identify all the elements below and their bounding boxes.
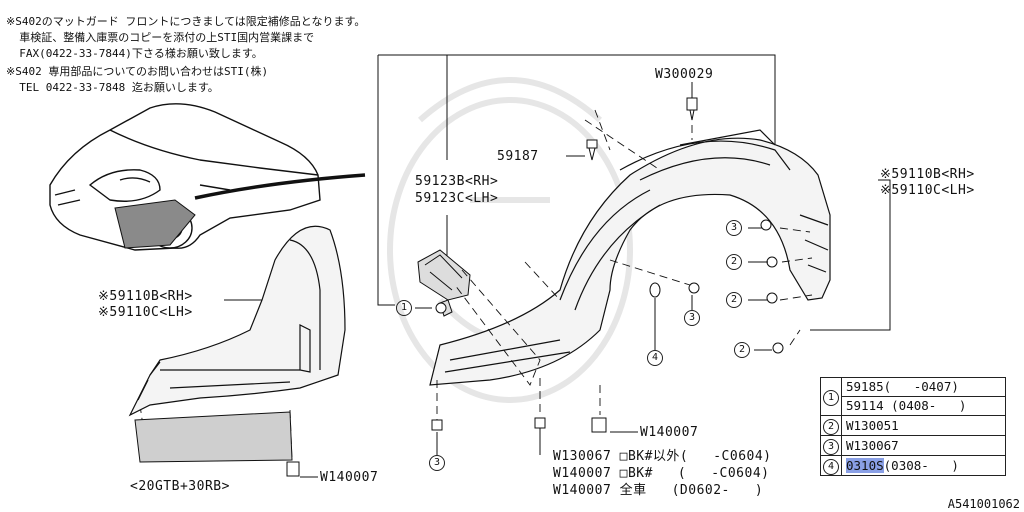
table-key-cell: 3 [820, 435, 842, 456]
fender-liner-left [128, 225, 346, 417]
callout-number: 4 [647, 350, 663, 366]
applicability-line: W140007 □BK# ( -C0604) [553, 466, 770, 481]
label-w140007-left: W140007 [320, 470, 379, 485]
callout-number: 3 [726, 220, 742, 236]
part-number-cell[interactable]: 59185( -0407) [841, 377, 1006, 397]
table-row: 3 W130067 [820, 435, 1006, 456]
callout-number: 1 [396, 300, 412, 316]
table-row: 4 0310S(0308- ) [820, 455, 1006, 476]
callout-number: 3 [429, 455, 445, 471]
table-row: 2 W130051 [820, 415, 1006, 436]
note-line: FAX(0422-33-7844)下さる様お願い致します。 [6, 47, 263, 60]
label-w300029: W300029 [655, 67, 714, 82]
callout-number: 2 [726, 254, 742, 270]
applicability-line: W130067 □BK#以外( -C0604) [553, 449, 772, 464]
pointer-line [194, 173, 366, 200]
callout-3: 3 [429, 455, 445, 471]
highlighted-part-number[interactable]: 0310S [846, 457, 884, 473]
label-59110c-right: ※59110C<LH> [880, 183, 975, 198]
callout-number: 2 [734, 342, 750, 358]
table-key-cell: 2 [820, 415, 842, 436]
date-range: (0308- ) [883, 457, 959, 473]
fastener-icons [286, 97, 784, 477]
applicability-line: W140007 全車 (D0602- ) [553, 483, 764, 498]
label-59110c-left: ※59110C<LH> [98, 305, 193, 320]
label-leaders [224, 82, 772, 478]
label-59123c: 59123C<LH> [415, 191, 499, 206]
part-number-cell[interactable]: W130051 [841, 415, 1006, 436]
note-line: ※S402 専用部品についてのお問い合わせはSTI(株) [6, 65, 269, 78]
label-59110b-left: ※59110B<RH> [98, 289, 193, 304]
callout-3: 3 [726, 220, 742, 236]
row-number: 4 [823, 459, 839, 475]
label-w140007-mid: W140007 [640, 425, 699, 440]
part-number-cell[interactable]: 59114 (0408- ) [841, 396, 1006, 416]
table-row: 59114 (0408- ) [821, 396, 1006, 416]
table-row: 1 59185( -0407) [820, 377, 1006, 416]
callout-number: 3 [684, 310, 700, 326]
table-key-cell: 1 [820, 377, 842, 416]
callout-2: 2 [734, 342, 750, 358]
callout-4: 4 [647, 350, 663, 366]
row-number: 3 [823, 439, 839, 455]
label-59123b: 59123B<RH> [415, 174, 499, 189]
callout-1: 1 [396, 300, 412, 316]
callout-3: 3 [684, 310, 700, 326]
note-line: TEL 0422-33-7848 迄お願いします。 [6, 81, 219, 94]
row-number: 1 [823, 390, 839, 406]
mud-flap [134, 411, 293, 463]
table-key-cell: 4 [820, 455, 842, 476]
parts-table: 1 59185( -0407) 59114 (0408- ) 2 W130051… [820, 377, 1006, 476]
part-number-cell[interactable]: 0310S(0308- ) [841, 455, 1006, 476]
callout-2: 2 [726, 254, 742, 270]
callout-number: 2 [726, 292, 742, 308]
part-number-cell[interactable]: W130067 [841, 435, 1006, 456]
note-line: 車検証、整備入庫票のコピーを添付の上STI国内営業課まで [6, 31, 315, 44]
row-number: 2 [823, 419, 839, 435]
model-label: <20GTB+30RB> [130, 479, 230, 494]
label-59187: 59187 [497, 149, 539, 164]
note-line: ※S402のマットガード フロントにつきましては限定補修品となります。 [6, 15, 366, 28]
label-59110b-right: ※59110B<RH> [880, 167, 975, 182]
callout-2: 2 [726, 292, 742, 308]
fender-liner-right [429, 129, 831, 386]
mesh-guard-highlight [114, 199, 196, 249]
car-thumbnail [49, 103, 321, 251]
diagram-id: A541001062 [947, 497, 1020, 511]
